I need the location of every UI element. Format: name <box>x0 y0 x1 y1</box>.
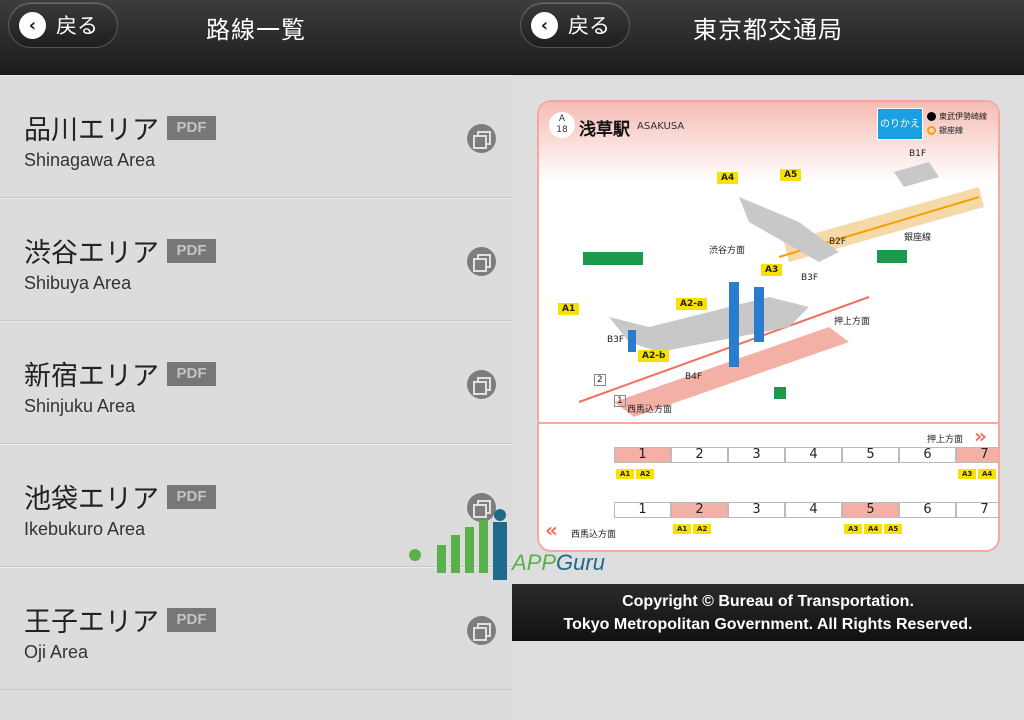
legend-ginza: 銀座線 <box>927 125 963 136</box>
car-exit-label: A3 <box>844 524 863 534</box>
platform-number: 1 <box>614 395 626 407</box>
train-car: 1 <box>614 502 671 518</box>
train-car: 2 <box>671 502 728 518</box>
train-cars: 12345678 <box>614 447 998 463</box>
exit-label[interactable]: A2-b <box>638 350 670 362</box>
train-car: 3 <box>728 447 785 463</box>
open-external-icon[interactable] <box>467 247 496 276</box>
car-exit-label: A5 <box>998 469 1000 479</box>
train-car: 4 <box>785 447 842 463</box>
area-name-jp: 渋谷エリア <box>24 238 159 269</box>
line-label: 銀座線 <box>904 233 932 243</box>
train-car: 7 <box>956 447 998 463</box>
station-name-en: ASAKUSA <box>637 121 685 132</box>
floor-label: B4F <box>685 372 703 382</box>
route-list-screen: ‹ 戻る 路線一覧 品川エリア PDF Shinagawa Area 渋谷エリア … <box>0 0 512 690</box>
train-car: 7 <box>956 502 998 518</box>
pdf-badge: PDF <box>167 239 216 263</box>
area-name-en: Shinjuku Area <box>24 396 136 416</box>
area-name-jp: 王子エリア <box>24 607 159 638</box>
train-car: 6 <box>899 502 956 518</box>
open-external-icon[interactable] <box>467 370 496 399</box>
copyright-line: Tokyo Metropolitan Government. All Right… <box>563 616 973 633</box>
floor-label: B1F <box>909 149 927 159</box>
train-direction: 西馬込方面 <box>571 530 617 540</box>
area-row[interactable]: 池袋エリア PDF Ikebukuro Area <box>0 444 512 567</box>
pdf-badge: PDF <box>167 362 216 386</box>
floor-label: B3F <box>607 335 625 345</box>
train-car: 5 <box>842 502 899 518</box>
page-title: 東京都交通局 <box>693 16 843 44</box>
direction-label: 押上方面 <box>834 317 871 327</box>
train-car: 4 <box>785 502 842 518</box>
area-name-en: Shinagawa Area <box>24 150 156 170</box>
back-button[interactable]: ‹ 戻る <box>520 2 630 48</box>
legend-tobu: 東武伊勢崎線 <box>927 111 987 122</box>
copyright-bar: Copyright © Bureau of Transportation. Tok… <box>512 584 1024 641</box>
transfer-button[interactable]: のりかえ <box>877 108 923 140</box>
back-button[interactable]: ‹ 戻る <box>8 2 118 48</box>
train-cars: 12345678 <box>614 502 998 518</box>
direction-right-icon: » <box>974 424 987 448</box>
pdf-badge: PDF <box>167 116 216 140</box>
train-car: 6 <box>899 447 956 463</box>
open-external-icon[interactable] <box>467 616 496 645</box>
train-car: 2 <box>671 447 728 463</box>
car-exit-label: A2 <box>693 524 712 534</box>
floor-label: B3F <box>801 273 819 283</box>
car-exit-label: A5 <box>884 524 903 534</box>
chevron-left-icon: ‹ <box>531 11 558 39</box>
station-name: 浅草駅 <box>579 120 630 140</box>
car-exit-label: A4 <box>864 524 883 534</box>
train-car: 3 <box>728 502 785 518</box>
exit-label[interactable]: A5 <box>780 169 802 181</box>
car-exit-label: A2 <box>636 469 655 479</box>
exit-label[interactable]: A1 <box>558 303 580 315</box>
direction-label: 西馬込方面 <box>627 405 673 415</box>
exit-label[interactable]: A4 <box>717 172 739 184</box>
chevron-left-icon: ‹ <box>19 11 46 39</box>
back-label: 戻る <box>568 14 610 38</box>
platform-number: 2 <box>594 374 606 386</box>
copyright-line: Copyright © Bureau of Transportation. <box>622 593 914 610</box>
exit-label[interactable]: A2-a <box>676 298 708 310</box>
open-external-icon[interactable] <box>467 124 496 153</box>
car-exit-label: A4 <box>978 469 997 479</box>
appguru-watermark-logo: APPGuru <box>409 509 605 580</box>
train-direction: 押上方面 <box>927 435 964 445</box>
car-exit-label: A1 <box>616 469 635 479</box>
car-exit-label: A1 <box>673 524 692 534</box>
divider <box>539 422 998 424</box>
nav-bar: ‹ 戻る 東京都交通局 <box>512 0 1024 75</box>
svg-text:APPGuru: APPGuru <box>510 550 605 575</box>
open-external-icon[interactable] <box>467 493 496 522</box>
floor-label: B2F <box>829 237 847 247</box>
area-name-en: Ikebukuro Area <box>24 519 146 539</box>
train-car: 1 <box>614 447 671 463</box>
nav-bar: ‹ 戻る 路線一覧 <box>0 0 512 75</box>
area-name-jp: 新宿エリア <box>24 361 159 392</box>
area-row[interactable]: 渋谷エリア PDF Shibuya Area <box>0 198 512 321</box>
area-row[interactable]: 品川エリア PDF Shinagawa Area <box>0 75 512 198</box>
direction-left-icon: « <box>545 518 558 542</box>
area-name-jp: 池袋エリア <box>24 484 159 515</box>
pdf-badge: PDF <box>167 608 216 632</box>
station-diagram <box>578 162 984 417</box>
back-label: 戻る <box>56 14 98 38</box>
exit-label[interactable]: A3 <box>761 264 783 276</box>
area-row[interactable]: 新宿エリア PDF Shinjuku Area <box>0 321 512 444</box>
page-title: 路線一覧 <box>206 16 306 44</box>
area-name-en: Shibuya Area <box>24 273 132 293</box>
area-row[interactable]: 王子エリア PDF Oji Area <box>0 567 512 690</box>
pdf-badge: PDF <box>167 485 216 509</box>
train-car: 5 <box>842 447 899 463</box>
car-exit-label: A3 <box>958 469 977 479</box>
area-name-jp: 品川エリア <box>24 115 159 146</box>
area-name-en: Oji Area <box>24 642 89 662</box>
direction-label: 渋谷方面 <box>709 246 746 256</box>
